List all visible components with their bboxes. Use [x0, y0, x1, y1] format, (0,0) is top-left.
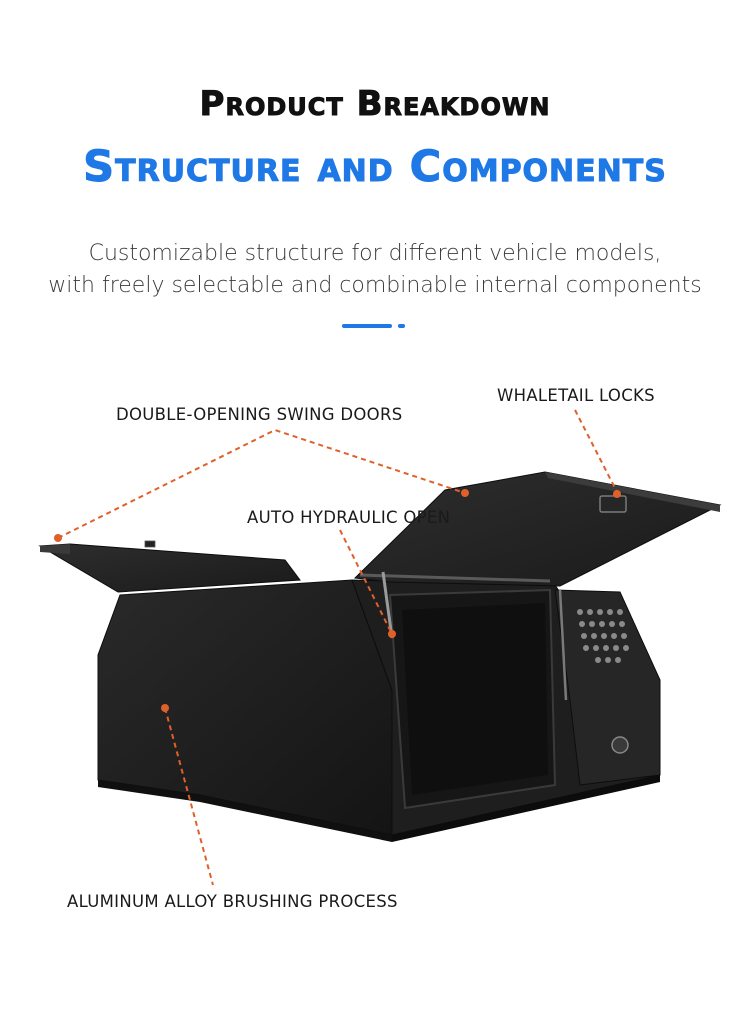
- callout-whaletail-locks: WHALETAIL LOCKS: [497, 386, 655, 405]
- callout-swing-doors: DOUBLE-OPENING SWING DOORS: [116, 405, 403, 424]
- page-description: Customizable structure for different veh…: [0, 238, 750, 302]
- callout-finish: ALUMINUM ALLOY BRUSHING PROCESS: [67, 892, 398, 911]
- callout-lines: [57, 409, 618, 886]
- left-lid: [38, 540, 301, 593]
- gas-strut: [381, 571, 394, 639]
- right-lid: [353, 471, 722, 587]
- toolbox-body: [97, 579, 661, 842]
- accent-dot: [398, 324, 405, 328]
- description-line-2: with freely selectable and combinable in…: [48, 273, 702, 298]
- drawer-lock-icon: [611, 736, 629, 754]
- callout-dots: [54, 489, 621, 712]
- accent-bar: [342, 324, 392, 328]
- page-title: Product Breakdown: [199, 84, 551, 125]
- description-line-1: Customizable structure for different veh…: [88, 241, 662, 266]
- whaletail-lock-icon: [599, 495, 627, 513]
- callout-hydraulic: AUTO HYDRAULIC OPEN: [247, 508, 451, 527]
- page-subtitle: Structure and Components: [83, 142, 667, 193]
